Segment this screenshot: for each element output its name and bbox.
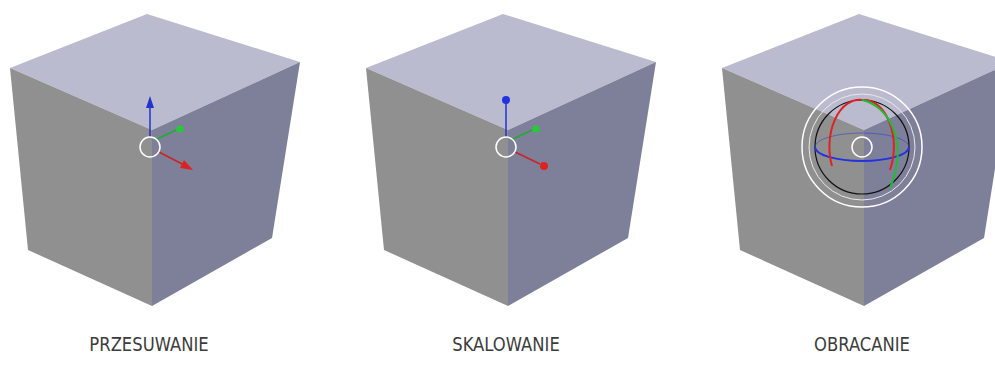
cube-scale: [366, 14, 656, 306]
cube-translate: [10, 14, 300, 306]
caption-label: OBRACANIE: [814, 332, 910, 356]
cube-rotate: [722, 14, 995, 306]
caption-label: SKALOWANIE: [452, 332, 560, 356]
caption-label: PRZESUWANIE: [89, 332, 208, 356]
